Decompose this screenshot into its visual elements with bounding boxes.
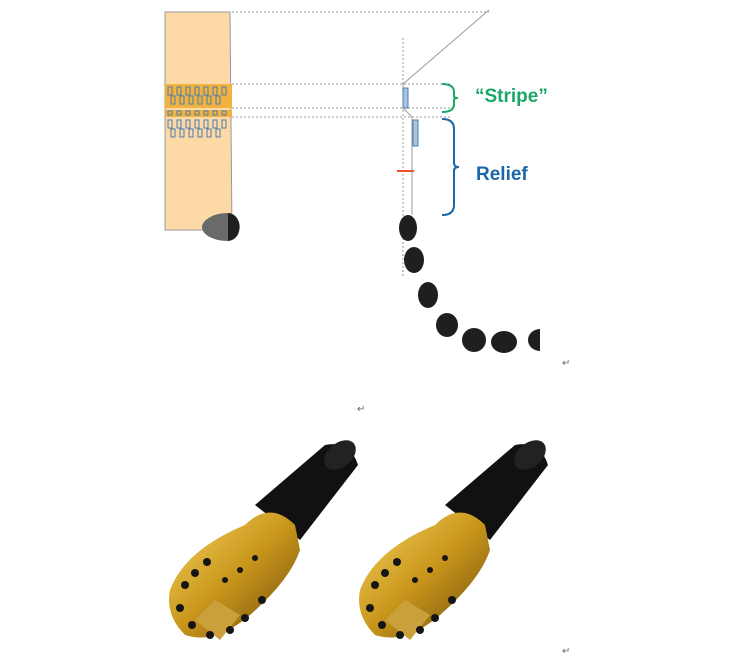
cutter-pocket [167, 86, 173, 96]
drill-bit-right [359, 434, 552, 640]
cutter-pocket [179, 95, 185, 105]
cutter-pocket [188, 128, 194, 138]
paragraph-mark: ↵ [357, 404, 366, 415]
cutter-pockets [167, 86, 227, 138]
cutter-pocket [197, 95, 203, 105]
relief-label: Relief [476, 164, 528, 185]
paragraph-mark: ↵ [562, 358, 571, 369]
cutter-pocket [215, 128, 221, 138]
stripe-relief-diagram [164, 9, 540, 353]
cutter-pocket [167, 110, 173, 116]
cutter-pocket [194, 119, 200, 129]
cutter-pocket [179, 128, 185, 138]
cutter-pocket [185, 119, 191, 129]
cutter-pocket [170, 128, 176, 138]
cutter-pocket [170, 95, 176, 105]
cutter-pocket [206, 128, 212, 138]
guide-lines [232, 11, 489, 276]
relief-bracket [441, 118, 460, 216]
cutter-pocket [185, 110, 191, 116]
cutter-pocket [167, 119, 173, 129]
cutter-pocket [206, 95, 212, 105]
cutter-pocket [221, 86, 227, 96]
cutter-pocket [185, 86, 191, 96]
drill-bit-left [169, 440, 358, 640]
cutter-pocket [221, 119, 227, 129]
cutter-pocket [176, 86, 182, 96]
cutter-pocket [212, 110, 218, 116]
drill-bits-image [169, 434, 552, 640]
cutter-pocket [203, 119, 209, 129]
cutter-icon [228, 213, 240, 241]
cutter-pocket [176, 119, 182, 129]
stripe-bracket [441, 83, 459, 113]
cutter-pocket [197, 128, 203, 138]
stripe-cutter [402, 87, 409, 109]
paragraph-mark: ↵ [562, 646, 571, 657]
cutter-pocket [212, 86, 218, 96]
cutter-pocket [194, 86, 200, 96]
profile-cutters [399, 215, 540, 353]
profile-taper-line [402, 9, 490, 85]
stripe-label: “Stripe” [475, 86, 548, 107]
cutter-pocket [212, 119, 218, 129]
cutter-pocket [203, 110, 209, 116]
cutter-pocket [194, 110, 200, 116]
cutter-pocket [221, 110, 227, 116]
cutter-pocket [176, 110, 182, 116]
cutter-pocket [215, 95, 221, 105]
cutter-pocket [188, 95, 194, 105]
cutter-pocket [203, 86, 209, 96]
